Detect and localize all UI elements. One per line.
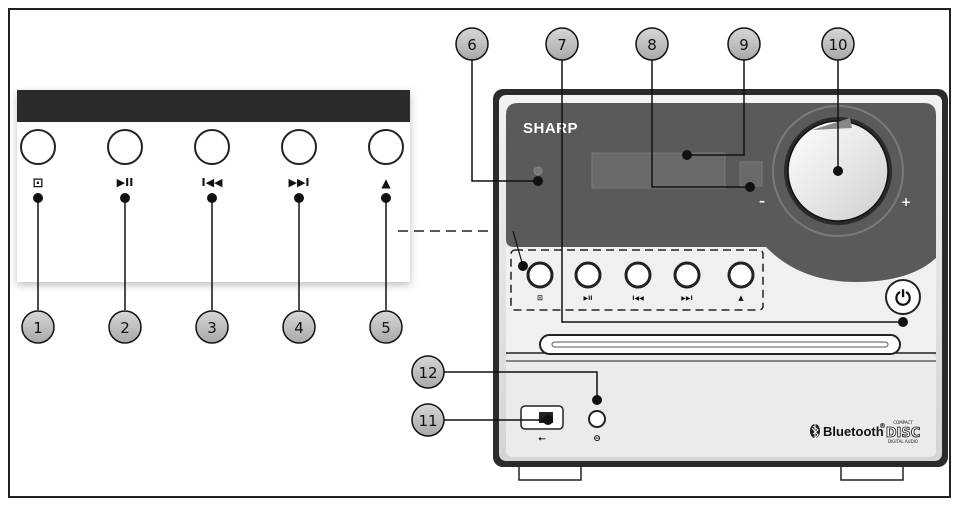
callout-11: 11 — [411, 403, 445, 437]
callout-12: 12 — [411, 355, 445, 389]
callout-7-label: 7 — [557, 36, 567, 54]
next-icon: ▶▶I — [288, 176, 309, 189]
zoom-button-source: ⊡ — [20, 129, 56, 191]
volume-plus-sign: + — [901, 195, 911, 209]
bluetooth-logo: Bluetooth ® — [810, 422, 886, 440]
brand-logo: SHARP — [523, 120, 578, 137]
callout-5-label: 5 — [381, 319, 391, 337]
power-icon: ⏻ — [895, 286, 911, 310]
callout-9: 9 — [727, 27, 761, 61]
display-screen — [591, 152, 726, 189]
unit-next-icon: ▶▶I — [681, 295, 692, 302]
callout-5: 5 — [369, 310, 403, 344]
unit-source-icon: ⊡ — [537, 294, 543, 302]
callout-6-label: 6 — [467, 36, 477, 54]
eject-icon: ▲ — [381, 176, 391, 190]
unit-button-play-pause: ▶II — [574, 261, 602, 302]
zoom-connector-tick — [512, 230, 524, 267]
callout-3-label: 3 — [207, 319, 217, 337]
zoom-button-eject: ▲ — [368, 129, 404, 190]
bluetooth-label: Bluetooth — [823, 424, 884, 439]
volume-minus-sign: – — [759, 194, 765, 208]
leader-lines — [37, 58, 903, 421]
usb-icon: ⭠ — [538, 434, 546, 444]
callout-2: 2 — [108, 310, 142, 344]
headphone-icon: ⊖ — [593, 434, 601, 444]
unit-eject-icon: ▲ — [738, 294, 744, 302]
source-icon: ⊡ — [33, 176, 44, 191]
callout-10-label: 10 — [828, 36, 847, 54]
cd-slot — [539, 334, 901, 355]
callout-11-label: 11 — [418, 412, 437, 430]
unit-button-eject: ▲ — [727, 261, 755, 302]
callout-8-label: 8 — [647, 36, 657, 54]
bluetooth-mark: ® — [879, 422, 886, 430]
callout-10: 10 — [821, 27, 855, 61]
disc-logo-top: COMPACT — [893, 420, 913, 425]
callout-1-label: 1 — [33, 319, 43, 337]
disc-logo-bottom: DIGITAL AUDIO — [888, 439, 918, 444]
unit-play-pause-icon: ▶II — [583, 295, 592, 302]
volume-level-wedge — [812, 118, 852, 130]
headphone-jack — [588, 410, 606, 428]
zoom-button-previous: I◀◀ — [194, 129, 230, 189]
callout-9-label: 9 — [739, 36, 749, 54]
zoom-button-play-pause: ▶II — [107, 129, 143, 189]
main-unit: SHARP – + ⊡ ▶II I◀◀ ▶▶I — [493, 89, 948, 481]
zoom-button-next: ▶▶I — [281, 129, 317, 189]
callout-3: 3 — [195, 310, 229, 344]
unit-button-next: ▶▶I — [673, 261, 701, 302]
power-button: ⏻ — [885, 279, 921, 315]
zoom-panel-header — [17, 90, 410, 122]
callout-6: 6 — [455, 27, 489, 61]
previous-icon: I◀◀ — [201, 176, 223, 189]
unit-button-previous: I◀◀ — [624, 261, 652, 302]
callout-12-label: 12 — [418, 364, 437, 382]
callout-7: 7 — [545, 27, 579, 61]
callout-4-label: 4 — [294, 319, 304, 337]
disc-logo-main: DISC — [886, 426, 921, 441]
unit-previous-icon: I◀◀ — [632, 295, 644, 302]
unit-button-source: ⊡ — [526, 261, 554, 302]
zoom-panel: ⊡ ▶II I◀◀ ▶▶I ▲ — [17, 90, 410, 282]
compact-disc-logo: COMPACT DISC DIGITAL AUDIO — [885, 420, 921, 444]
callout-4: 4 — [282, 310, 316, 344]
button-group-outline — [510, 249, 764, 311]
remote-sensor — [533, 166, 543, 176]
play-pause-icon: ▶II — [117, 176, 134, 189]
callout-2-label: 2 — [120, 319, 130, 337]
callout-1: 1 — [21, 310, 55, 344]
callout-8: 8 — [635, 27, 669, 61]
